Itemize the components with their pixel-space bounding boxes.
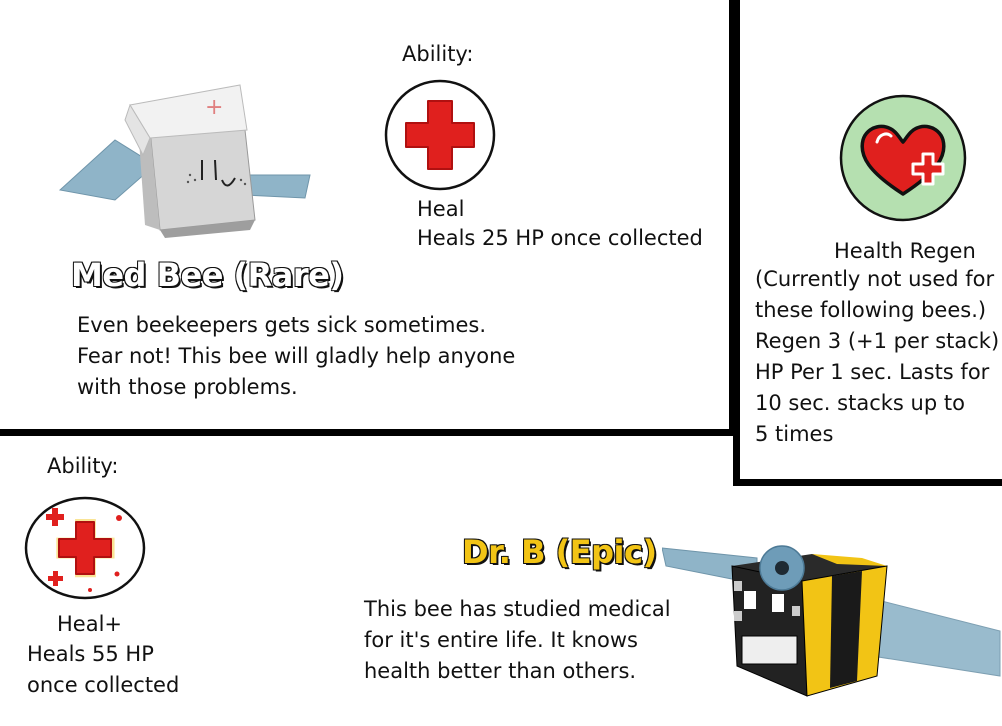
glowing-red-cross-icon [24,496,146,600]
med-bee-title: Med Bee (Rare) [70,255,344,295]
divider-horizontal [0,429,735,436]
med-bee-ability-desc: Heals 25 HP once collected [417,226,703,250]
med-bee-image: + [55,80,325,250]
dr-b-image [661,536,1002,702]
heart-plus-icon [839,94,967,222]
health-regen-description: (Currently not used for these following … [755,267,1000,446]
regen-box-left-border [733,0,740,486]
red-cross-icon [384,79,496,191]
med-bee-ability-name: Heal [417,197,465,221]
med-bee-description: Even beekeepers gets sick sometimes. Fea… [77,313,516,399]
regen-box-bottom-border [733,479,1002,486]
dr-b-title: Dr. B (Epic) [461,532,658,572]
med-bee-ability-label: Ability: [402,42,474,66]
dr-b-description: This bee has studied medical for it's en… [364,597,671,683]
svg-text:+: + [205,95,223,120]
divider-vertical [729,0,735,436]
dr-b-ability-desc: Heals 55 HP once collected [27,642,180,697]
health-regen-name: Health Regen [834,239,976,263]
dr-b-ability-label: Ability: [47,454,119,478]
dr-b-ability-name: Heal+ [57,612,123,636]
